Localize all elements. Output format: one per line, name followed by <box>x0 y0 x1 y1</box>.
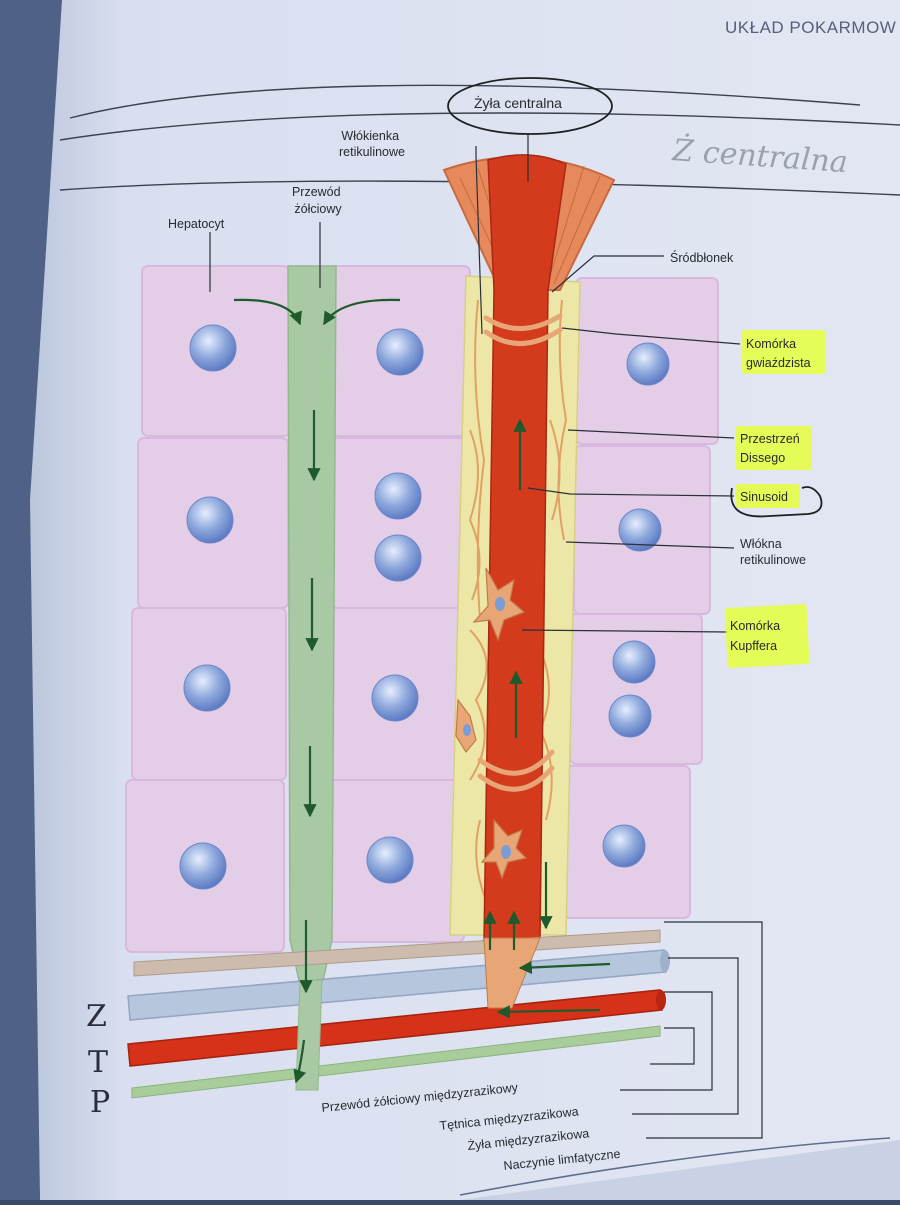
bile-flow-arrow-left <box>233 298 302 326</box>
handdrawn-loop-sinusoid <box>730 486 823 518</box>
bile-flow-arrow-right <box>323 298 401 326</box>
vein-inflow-arrow <box>518 960 611 975</box>
leader-lines <box>209 134 763 1139</box>
interlobular-artery <box>127 989 663 1067</box>
label-reticular-fibers: Włókna retikulinowe <box>740 537 806 567</box>
ruled-line-1 <box>69 84 861 119</box>
vein-end <box>660 950 670 972</box>
endothelium-rings <box>477 313 563 792</box>
label-sinusoid: Sinusoid <box>740 490 788 504</box>
hepatocyte-m2 <box>331 437 469 609</box>
handwritten-letter-z: Z <box>86 999 107 1034</box>
running-title: UKŁAD POKARMOW <box>725 18 896 37</box>
label-reticular-fibril: Włókienka retikulinowe <box>339 129 405 159</box>
artery-inflow-arrow <box>496 1005 601 1019</box>
handwritten-letter-p: P <box>90 1085 110 1120</box>
highlighter-marks <box>724 330 826 668</box>
kupffer-cell-nuclei <box>463 597 511 859</box>
hepatocyte-r3 <box>569 613 703 765</box>
page-bottom-rule <box>459 1137 891 1196</box>
label-central-vein: Żyła centralna <box>474 94 562 111</box>
bile-flow-arrow-5 <box>293 1039 307 1084</box>
ruled-line-2 <box>59 112 900 141</box>
label-hepatocyte: Hepatocyt <box>168 217 225 231</box>
label-kupffer-cell: Komórka Kupffera <box>730 619 784 653</box>
canaliculus-connector <box>295 979 323 1091</box>
interlobular-bile-duct <box>131 1025 661 1099</box>
ruled-line-3 <box>59 180 900 196</box>
flow-arrows <box>233 298 611 1084</box>
label-space-of-disse: Przestrzeń Dissego <box>740 432 803 465</box>
label-stellate-cell: Komórka gwiaździsta <box>746 337 811 370</box>
handwritten-letter-t: T <box>88 1045 108 1080</box>
handdrawn-circle-central-vein <box>447 77 613 135</box>
page-bottom-edge <box>460 1140 900 1200</box>
page-edge-left <box>0 0 62 1200</box>
label-bile-duct: Przewód żółciowy <box>292 185 344 216</box>
artery-end <box>656 990 666 1010</box>
hepatocyte-nuclei <box>179 324 670 890</box>
label-endothelium: Śródbłonek <box>670 250 734 265</box>
sinusoid-connector <box>483 937 541 1009</box>
